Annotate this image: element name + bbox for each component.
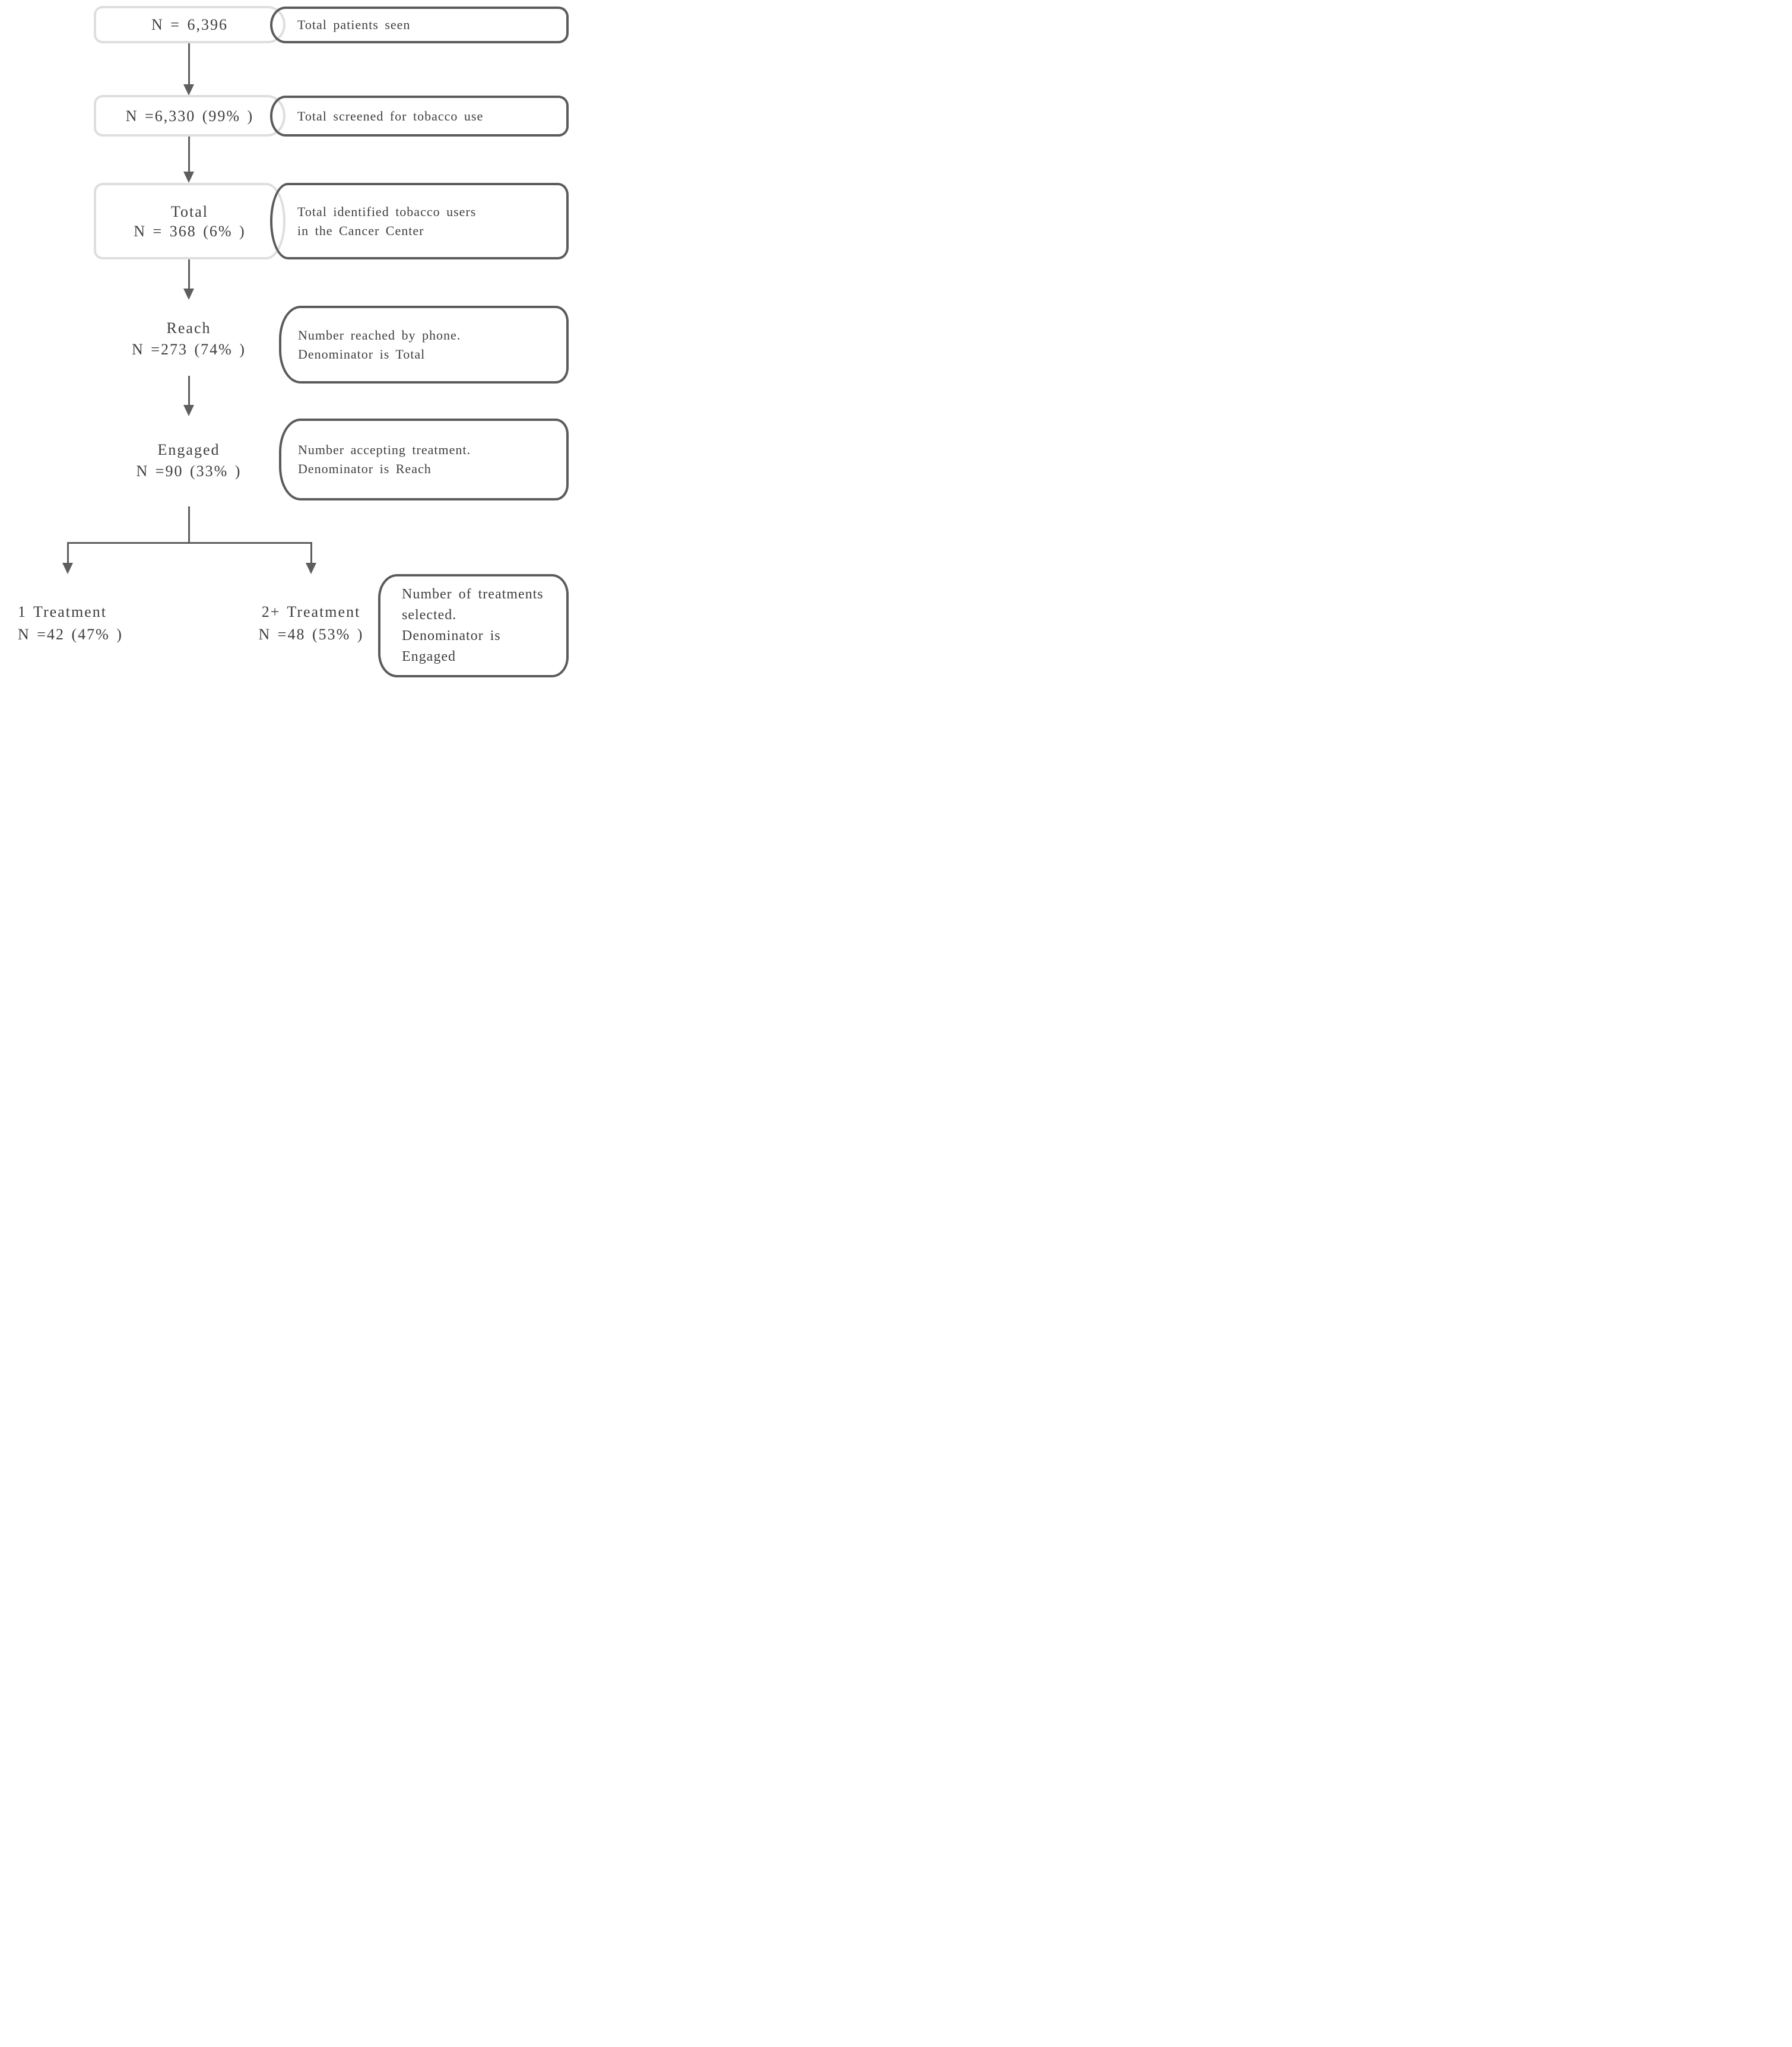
annotation-box-reach: Number reached by phone. Denominator is … [279,306,569,384]
node-value: N =6,330 (99% ) [125,107,254,125]
flow-arrow-3-stem [188,259,190,289]
node-box-screened: N =6,330 (99% ) [94,95,286,137]
annotation-line: Engaged [402,649,456,664]
node-box-total-patients: N = 6,396 [94,6,286,43]
node-value: N =273 (74% ) [132,341,246,358]
flow-arrow-1-head [183,84,194,96]
node-title: Engaged [157,441,220,458]
annotation-line: in the Cancer Center [297,223,424,238]
node-value: N =48 (53% ) [258,626,364,643]
annotation-line: Denominator is Reach [298,461,432,476]
annotation-box-engaged: Number accepting treatment. Denominator … [279,419,569,500]
annotation-line: Number accepting treatment. [298,442,471,457]
branch-left-stem [67,542,69,564]
annotation-line: Total patients seen [297,17,411,32]
node-value: N = 368 (6% ) [134,222,246,240]
annotation-line: selected. [402,607,457,623]
flow-arrow-3-head [183,289,194,300]
annotation-box-treatments: Number of treatments selected. Denominat… [378,574,569,677]
patient-flow-diagram: N = 6,396 Total patients seen N =6,330 (… [0,0,597,683]
annotation-line: Total screened for tobacco use [297,108,484,123]
annotation-line: Number of treatments [402,587,544,602]
node-title: 2+ Treatment [261,603,361,620]
branch-left-arrow-head [62,563,73,574]
node-value: N =42 (47% ) [18,626,123,643]
node-title: Reach [166,319,211,337]
node-box-tobacco-users: Total N = 368 (6% ) [94,183,286,259]
node-label-two-plus-treatment: 2+ Treatment N =48 (53% ) [246,601,376,646]
annotation-line: Total identified tobacco users [297,204,477,219]
branch-right-stem [310,542,312,564]
annotation-box-screened: Total screened for tobacco use [270,96,569,137]
branch-stem [188,506,190,543]
annotation-line: Denominator is Total [298,346,426,362]
flow-arrow-1-stem [188,43,190,85]
annotation-line: Denominator is [402,628,501,644]
flow-arrow-2-stem [188,137,190,172]
branch-right-arrow-head [306,563,316,574]
branch-line [67,542,312,544]
node-value: N =90 (33% ) [136,462,242,480]
flow-arrow-4-head [183,405,194,416]
annotation-box-tobacco-users: Total identified tobacco users in the Ca… [270,183,569,259]
node-label-reach: Reach N =273 (74% ) [123,318,254,360]
node-title: Total [170,202,209,220]
annotation-box-total-patients: Total patients seen [270,7,569,43]
node-label-engaged: Engaged N =90 (33% ) [123,439,254,482]
node-value: N = 6,396 [151,16,228,33]
flow-arrow-4-stem [188,376,190,405]
node-title: 1 Treatment [18,603,107,620]
node-label-one-treatment: 1 Treatment N =42 (47% ) [18,601,160,646]
annotation-line: Number reached by phone. [298,327,461,343]
flow-arrow-2-head [183,172,194,183]
